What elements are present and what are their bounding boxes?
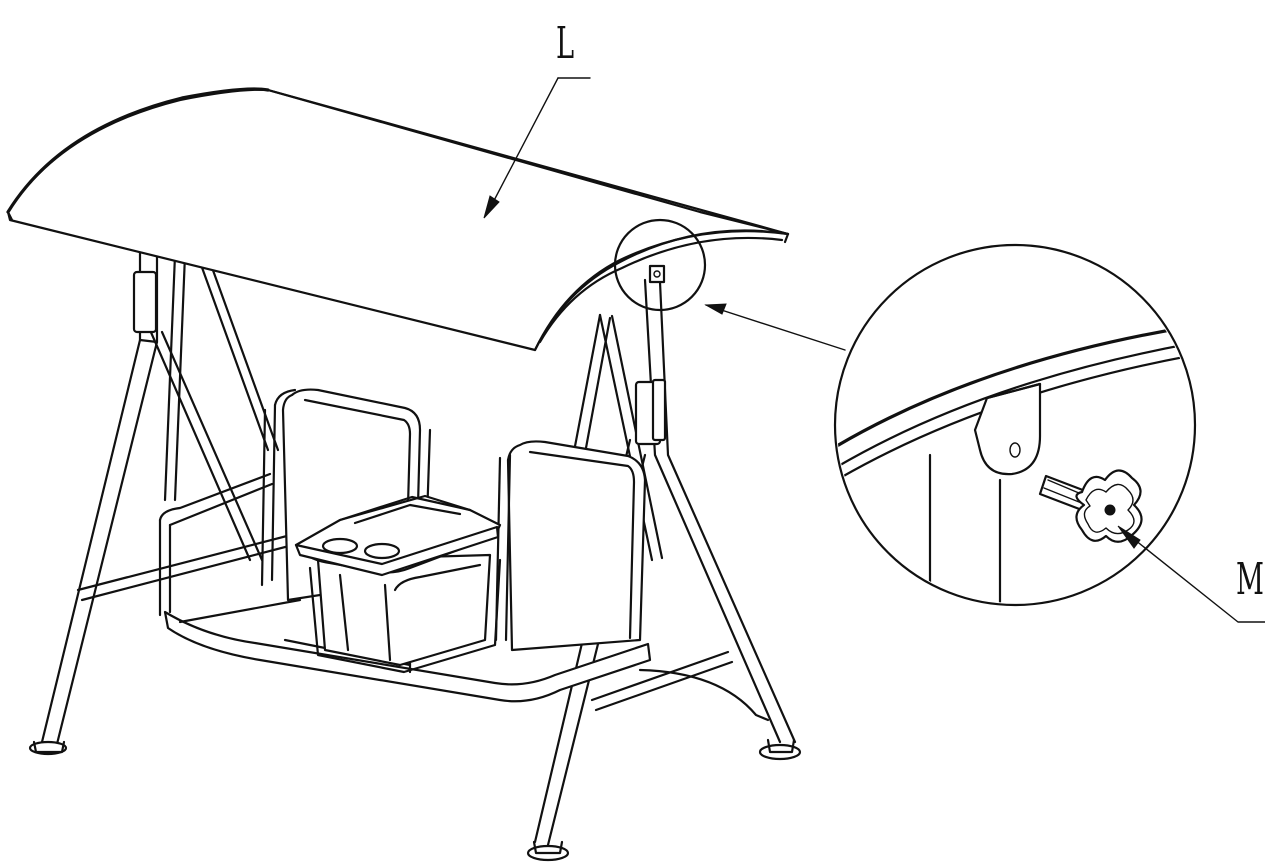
detail-callout — [613, 218, 846, 351]
center-console — [294, 494, 502, 674]
seat-base — [158, 472, 652, 703]
canopy — [6, 87, 790, 352]
leader-l — [483, 77, 591, 219]
knob-part-label: M — [1236, 554, 1264, 605]
magnified-detail — [833, 243, 1197, 607]
right-seat-back — [494, 440, 647, 652]
rear-frame — [28, 248, 314, 756]
canopy-part-label: L — [556, 18, 575, 69]
leader-m — [1117, 525, 1265, 623]
canopy-bracket — [648, 264, 666, 284]
